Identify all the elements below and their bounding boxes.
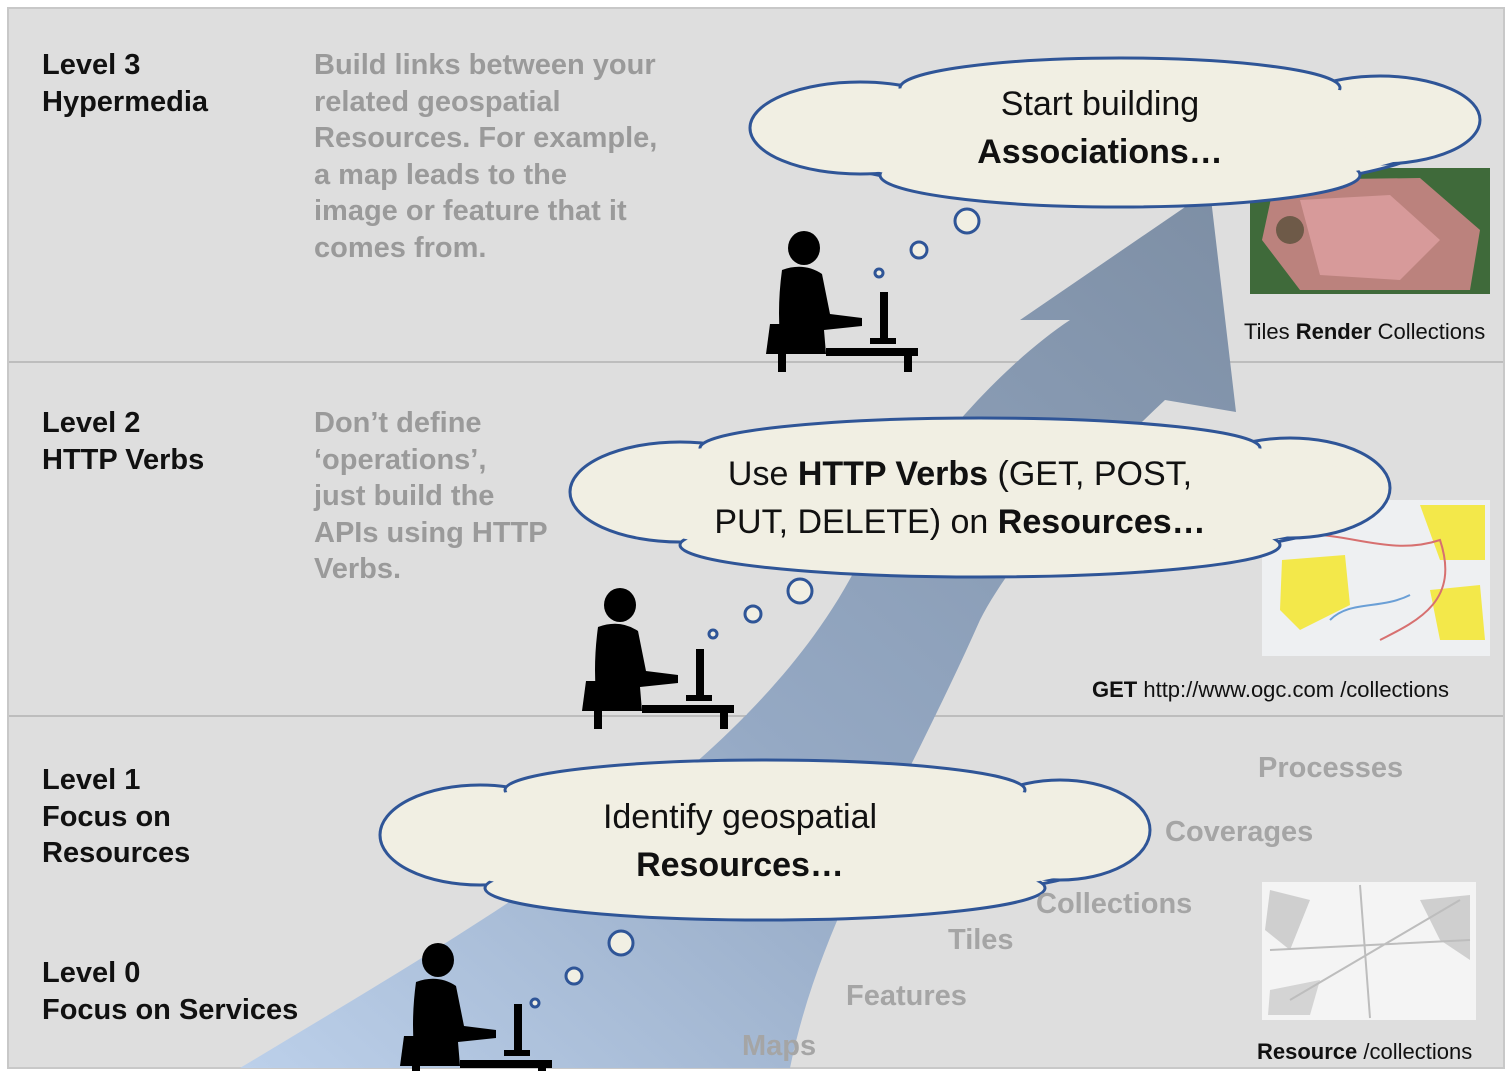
level3-title: Level 3: [42, 49, 141, 81]
caption-level3: Tiles Render Collections: [1244, 318, 1485, 346]
cloud-text-bold: Resources…: [636, 846, 844, 885]
map-thumbnail-resource: [1262, 882, 1476, 1020]
caption-bold: Resource: [1257, 1039, 1358, 1064]
level3-label: Level 3 Hypermedia: [42, 47, 208, 120]
caption-bold: Render: [1295, 319, 1372, 344]
cloud-level3-text: Start building Associations…: [880, 80, 1320, 177]
description-line: APIs using HTTP: [314, 516, 548, 549]
cloud-text-bold: Associations…: [977, 133, 1223, 172]
description-line: image or feature that it: [314, 195, 627, 228]
level3-description: Build links between your related geospat…: [314, 47, 657, 266]
caption-bold: GET: [1092, 677, 1138, 702]
cloud-level3: [748, 56, 1482, 209]
cloud-text: (GET, POST,: [988, 455, 1193, 493]
level0-label: Level 0 Focus on Services: [42, 955, 298, 1028]
resource-processes: Processes: [1258, 752, 1404, 784]
level2-subtitle: HTTP Verbs: [42, 443, 205, 476]
description-line: Don’t define: [314, 407, 482, 439]
cloud-level1: [378, 758, 1152, 922]
cloud-text-line: Identify geospatial: [602, 798, 878, 836]
level1-label: Level 1 Focus on Resources: [42, 762, 190, 872]
resource-features: Features: [846, 980, 967, 1012]
description-line: Verbs.: [314, 553, 402, 586]
maturity-arrow: [240, 190, 1236, 1068]
caption-text: Collections: [1371, 319, 1486, 344]
description-line: just build the: [314, 480, 495, 513]
description-line: related geospatial: [314, 85, 561, 118]
level1-subtitle-line2: Resources: [42, 837, 191, 870]
level2-description: Don’t define ‘operations’, just build th…: [314, 405, 548, 588]
level2-label: Level 2 HTTP Verbs: [42, 405, 204, 478]
resource-collections: Collections: [1036, 888, 1193, 920]
description-line: Resources. For example,: [314, 122, 658, 155]
cloud-text: PUT, DELETE) on: [714, 503, 998, 542]
map-thumbnail-verbs: [1262, 500, 1490, 656]
level1-subtitle-line1: Focus on: [42, 800, 171, 833]
level2-title: Level 2: [42, 407, 141, 439]
resource-maps: Maps: [742, 1030, 817, 1062]
cloud-level1-text: Identify geospatial Resources…: [540, 793, 940, 890]
caption-text: /collections: [1357, 1039, 1473, 1064]
description-line: ‘operations’,: [314, 443, 487, 476]
level3-subtitle: Hypermedia: [42, 85, 209, 118]
caption-level1: Resource /collections: [1257, 1038, 1472, 1066]
resource-coverages: Coverages: [1165, 816, 1314, 848]
level0-title: Level 0: [42, 957, 141, 989]
description-line: comes from.: [314, 231, 487, 264]
cloud-text-bold: Resources…: [997, 503, 1206, 542]
cloud-level2-text: Use HTTP Verbs (GET, POST, PUT, DELETE) …: [680, 450, 1240, 547]
cloud-text-line: Start building: [1000, 85, 1200, 123]
level0-subtitle: Focus on Services: [42, 993, 299, 1026]
thought-bubble-icon: [529, 207, 981, 1009]
caption-level2: GET http://www.ogc.com /collections: [1092, 676, 1449, 704]
caption-text: http://www.ogc.com /collections: [1137, 677, 1450, 702]
caption-text: Tiles: [1244, 319, 1296, 344]
resource-tiles: Tiles: [948, 924, 1014, 956]
cloud-text-bold: HTTP Verbs: [797, 455, 989, 493]
description-line: a map leads to the: [314, 158, 568, 191]
cloud-text: Use: [727, 455, 798, 493]
level1-title: Level 1: [42, 764, 141, 796]
cloud-level2: [568, 416, 1392, 579]
description-line: Build links between your: [314, 49, 656, 81]
